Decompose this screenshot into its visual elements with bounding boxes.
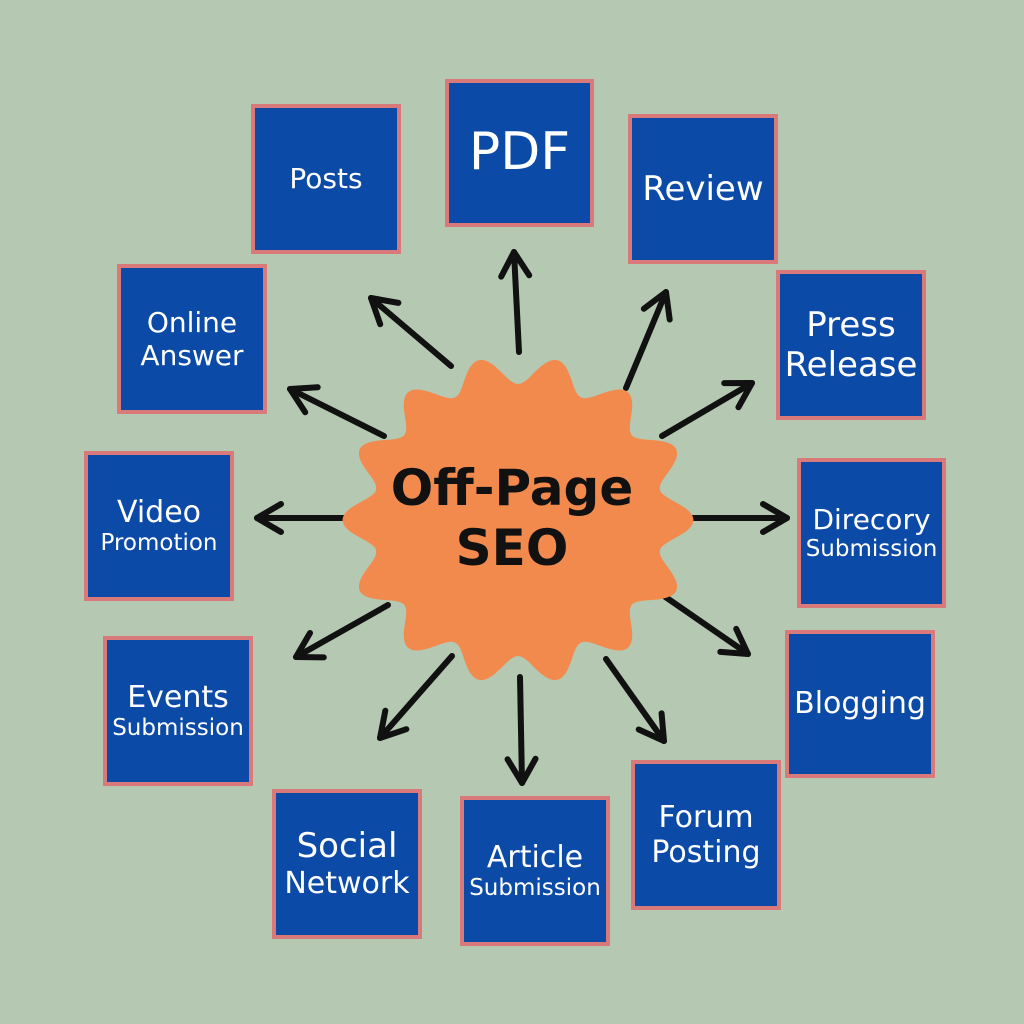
node-social-network-line2: Network (284, 866, 410, 902)
arrows-group (254, 248, 790, 786)
node-events-submission: Events Submission (103, 636, 253, 786)
node-press-release: Press Release (776, 270, 926, 420)
node-directory-submission-line1: Direcory (812, 502, 931, 536)
node-directory-submission-line2: Submission (805, 535, 938, 562)
node-video-promotion-line2: Promotion (100, 530, 218, 557)
node-press-release-line2: Release (784, 345, 918, 385)
node-article-submission-line1: Article (486, 839, 584, 875)
node-video-promotion-line1: Video (116, 494, 202, 530)
node-social-network: Social Network (272, 789, 422, 939)
node-article-submission: Article Submission (460, 796, 610, 946)
center-burst-shape (342, 359, 694, 681)
node-review: Review (628, 114, 778, 264)
node-pdf: PDF (445, 79, 594, 227)
center-label-line2: SEO (455, 519, 569, 577)
node-forum-posting: Forum Posting (631, 760, 781, 910)
center-label-line1: Off-Page (390, 459, 634, 517)
node-press-release-line1: Press (806, 304, 896, 345)
arrow-to-social-network (377, 653, 455, 741)
node-online-answer-line1: Online (146, 305, 238, 339)
node-posts-line1: Posts (289, 162, 363, 196)
node-blogging: Blogging (785, 630, 935, 778)
node-blogging-line1: Blogging (794, 686, 926, 722)
node-social-network-line1: Social (296, 826, 398, 867)
node-online-answer: Online Answer (117, 264, 267, 414)
node-events-submission-line2: Submission (112, 715, 244, 742)
node-video-promotion: Video Promotion (84, 451, 234, 601)
node-forum-posting-line1: Forum (658, 799, 754, 835)
center-label: Off-Page SEO (352, 458, 672, 578)
node-pdf-line1: PDF (468, 122, 571, 183)
arrow-to-press-release (659, 380, 755, 439)
arrow-to-posts (368, 295, 454, 369)
node-review-line1: Review (642, 168, 764, 209)
arrow-to-pdf (498, 248, 533, 355)
node-events-submission-line1: Events (127, 679, 229, 715)
arrow-to-article-submission (504, 674, 539, 786)
node-posts: Posts (251, 104, 401, 254)
arrow-to-events-submission (293, 602, 391, 661)
arrow-to-blogging (661, 593, 751, 657)
node-forum-posting-line2: Posting (651, 835, 761, 870)
node-article-submission-line2: Submission (469, 875, 601, 902)
arrow-to-forum-posting (603, 656, 667, 744)
node-directory-submission: Direcory Submission (797, 458, 946, 608)
arrow-to-online-answer (287, 384, 387, 439)
node-online-answer-line2: Answer (140, 339, 244, 372)
arrow-to-review (623, 289, 673, 391)
